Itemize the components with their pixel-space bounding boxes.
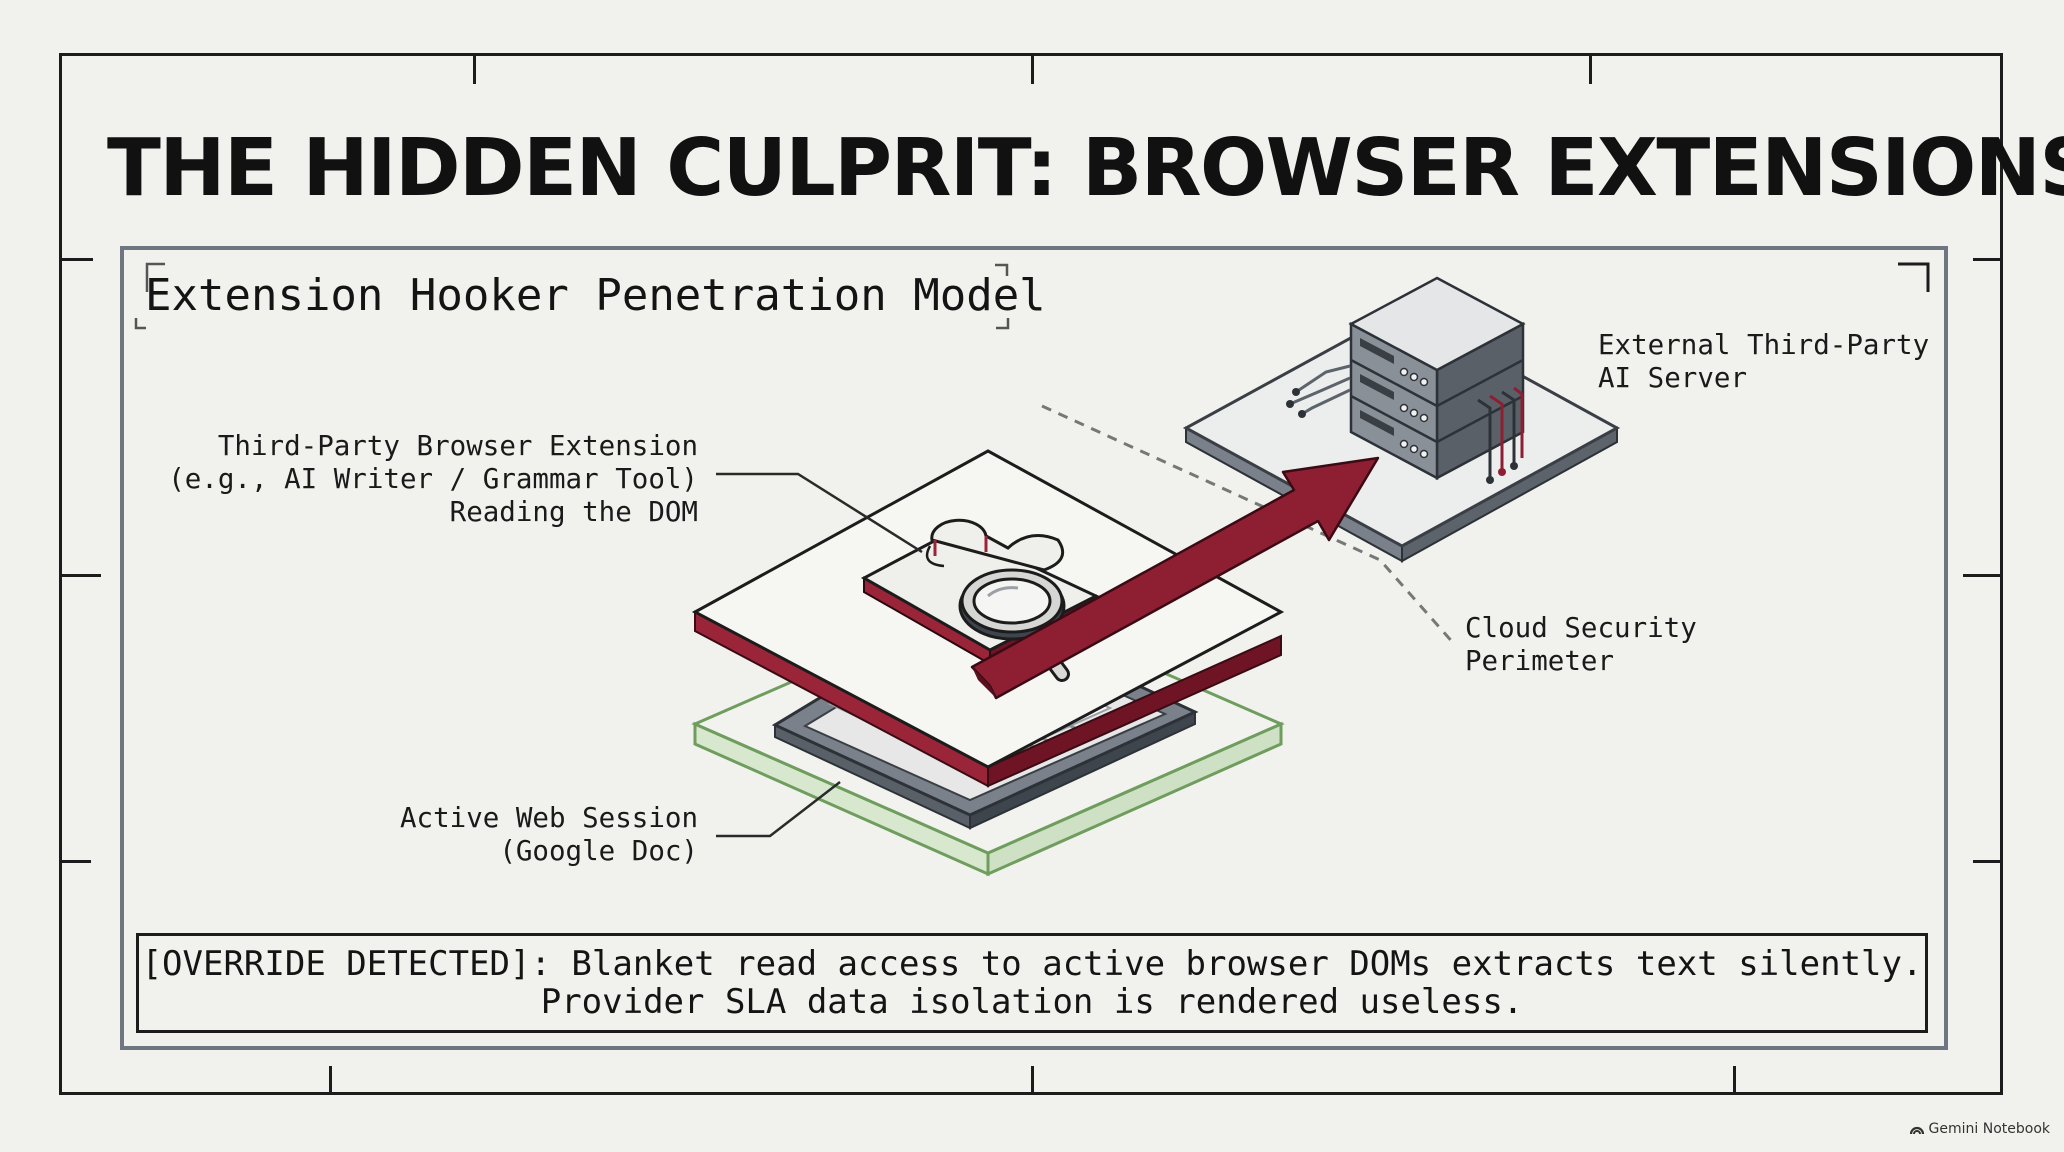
frame-tick bbox=[1031, 56, 1034, 84]
gemini-logo-icon bbox=[1909, 1126, 1924, 1135]
panel-heading: Extension Hooker Penetration Model bbox=[145, 270, 1046, 321]
frame-tick bbox=[61, 258, 93, 261]
frame-tick bbox=[1973, 258, 2003, 261]
server-label: External Third-Party AI Server bbox=[1598, 329, 1929, 395]
panel-corner-bracket bbox=[1898, 262, 1930, 292]
perimeter-label-line: Cloud Security bbox=[1465, 612, 1697, 644]
extension-label-line: Third-Party Browser Extension bbox=[217, 430, 698, 462]
server-icon bbox=[1348, 276, 1526, 481]
frame-tick bbox=[1589, 56, 1592, 84]
heading-brackets bbox=[134, 262, 1010, 330]
watermark-text: Gemini Notebook bbox=[1928, 1121, 2050, 1137]
frame-tick bbox=[473, 56, 476, 84]
server-label-line: External Third-Party bbox=[1598, 329, 1930, 361]
cable-plugs bbox=[1286, 388, 1518, 484]
extension-label: Third-Party Browser Extension (e.g., AI … bbox=[168, 430, 698, 529]
diagram-panel bbox=[120, 246, 1948, 1050]
frame-tick bbox=[1973, 860, 2003, 863]
frame-tick bbox=[329, 1066, 332, 1094]
exfiltration-arrow bbox=[970, 456, 1380, 700]
perimeter-label: Cloud Security Perimeter bbox=[1465, 612, 1697, 678]
server-label-line: AI Server bbox=[1598, 362, 1748, 394]
alert-line: [OVERRIDE DETECTED]: Blanket read access… bbox=[141, 944, 1923, 984]
session-leader-line bbox=[716, 781, 841, 838]
frame-tick bbox=[1733, 1066, 1736, 1094]
extension-leader-line bbox=[716, 472, 923, 554]
alert-line: Provider SLA data isolation is rendered … bbox=[540, 982, 1524, 1022]
session-label: Active Web Session (Google Doc) bbox=[400, 802, 698, 868]
frame-tick bbox=[61, 574, 101, 577]
frame-tick bbox=[61, 860, 91, 863]
watermark: Gemini Notebook bbox=[1909, 1121, 2050, 1137]
page-title: THE HIDDEN CULPRIT: BROWSER EXTENSIONS bbox=[107, 122, 2064, 214]
session-label-line: Active Web Session bbox=[399, 802, 698, 834]
override-alert-box: [OVERRIDE DETECTED]: Blanket read access… bbox=[136, 933, 1928, 1033]
extension-label-line: Reading the DOM bbox=[449, 496, 698, 528]
extension-label-line: (e.g., AI Writer / Grammar Tool) bbox=[168, 463, 698, 495]
perimeter-label-line: Perimeter bbox=[1465, 645, 1615, 677]
session-label-line: (Google Doc) bbox=[499, 835, 698, 867]
frame-tick bbox=[1963, 574, 2003, 577]
frame-tick bbox=[1031, 1066, 1034, 1094]
server-cables bbox=[1289, 364, 1524, 478]
